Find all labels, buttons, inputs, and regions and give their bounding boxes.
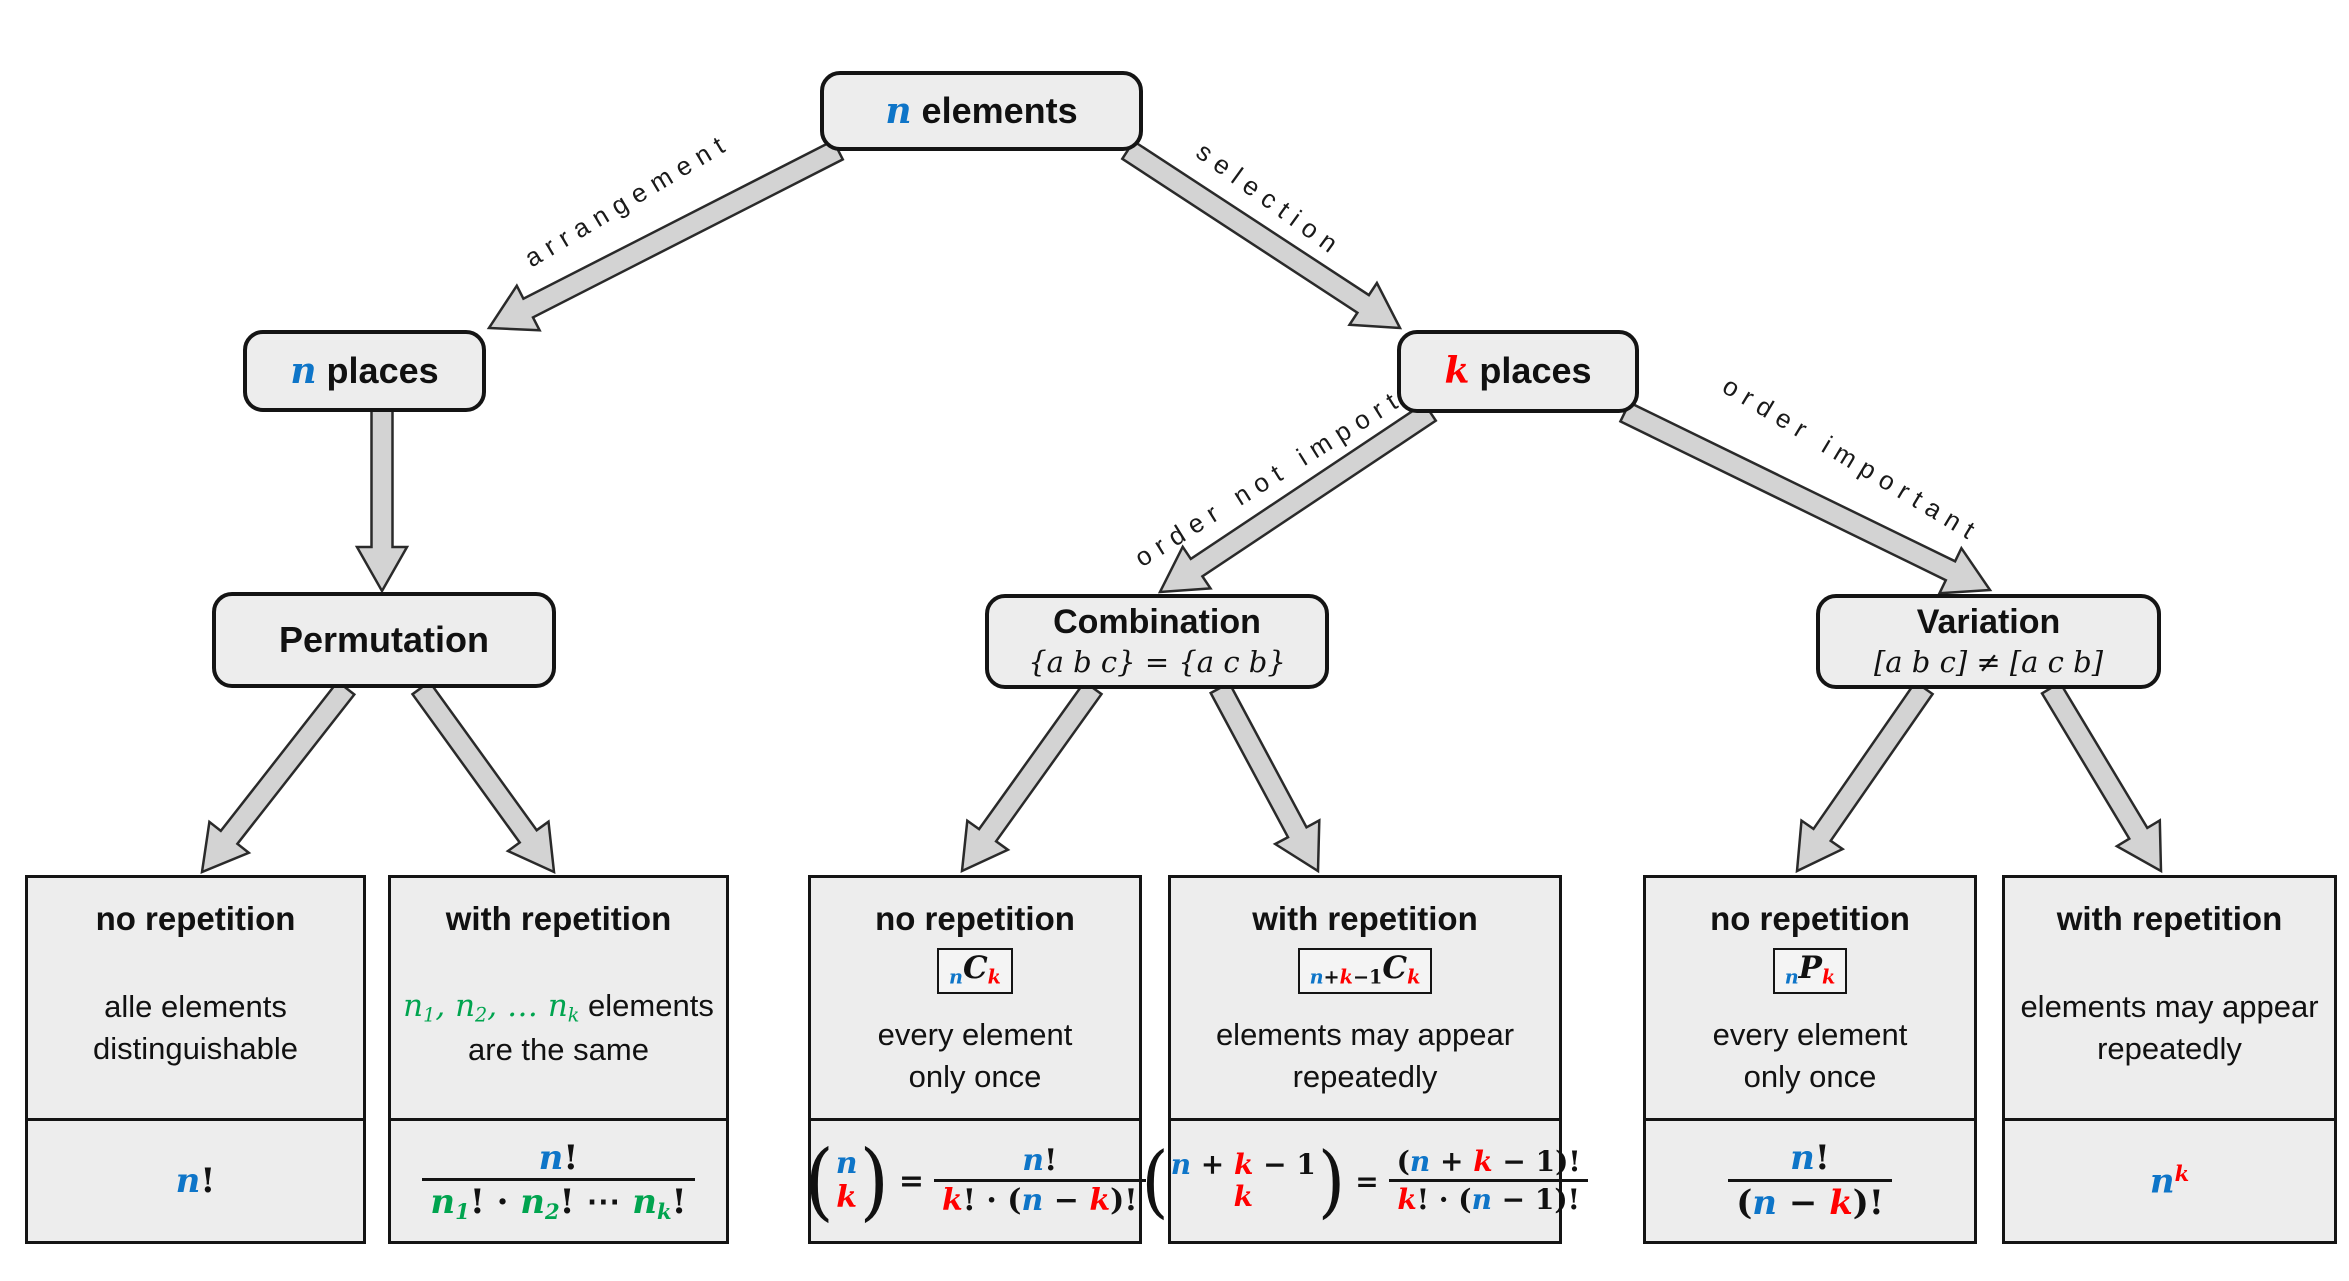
node-n-elements: n elements	[820, 71, 1143, 151]
card-top: with repetition n+k−1Ck elements may app…	[1171, 878, 1559, 1118]
notation-badge-nPk: nPk	[1772, 948, 1848, 995]
card-title: no repetition	[95, 900, 296, 937]
arrow	[1209, 681, 1321, 874]
card-title: no repetition	[875, 900, 1075, 937]
arrow	[960, 680, 1104, 874]
card-title: no repetition	[1710, 900, 1910, 937]
fraction: n!(n − k)!	[1728, 1138, 1892, 1224]
node-title: Variation	[1916, 603, 2061, 642]
paren-close: )	[859, 1131, 889, 1230]
node-subtitle: [a b c] ≠ [a c b]	[1873, 644, 2104, 679]
notation-badge-n+k-1Ck: n+k−1Ck	[1297, 948, 1433, 995]
card-formula: nk	[2005, 1118, 2334, 1241]
card-formula: n!	[28, 1118, 363, 1241]
card-formula: n!n1! · n2! ⋯ nk!	[391, 1118, 726, 1241]
paren-open: (	[804, 1131, 834, 1230]
node-title: Combination	[1053, 603, 1261, 642]
card-formula: n!(n − k)!	[1646, 1118, 1974, 1241]
node-title: k places	[1444, 350, 1592, 393]
equals-sign: =	[1355, 1164, 1379, 1198]
node-title: Permutation	[278, 619, 490, 661]
paren-close: )	[1317, 1135, 1346, 1227]
node-permutation: Permutation	[212, 592, 556, 688]
node-combination: Combination {a b c} = {a c b}	[985, 594, 1329, 689]
arrow	[1120, 139, 1403, 330]
node-subtitle: {a b c} = {a c b}	[1028, 644, 1286, 679]
arrow	[354, 408, 410, 594]
card-title: with repetition	[1252, 900, 1478, 937]
fraction: (n + k − 1)!k! · (n − 1)!	[1389, 1145, 1589, 1216]
fraction: n!k! · (n − k)!	[933, 1143, 1146, 1219]
node-k-places: k places	[1397, 330, 1639, 413]
card-combination-with-repetition: with repetition n+k−1Ck elements may app…	[1141, 875, 1588, 1244]
card-title: with repetition	[2056, 900, 2283, 937]
node-variation: Variation [a b c] ≠ [a c b]	[1816, 594, 2161, 689]
equals-sign: =	[898, 1163, 924, 1199]
node-title: n elements	[885, 89, 1078, 132]
notation-badge-nCk: nCk	[937, 948, 1013, 995]
arrow	[1795, 680, 1935, 874]
arrow	[486, 138, 845, 332]
node-n-places: n places	[243, 330, 486, 412]
paren-open: (	[1141, 1135, 1169, 1227]
node-title: n places	[290, 349, 439, 392]
arrow	[200, 679, 357, 874]
arrow	[410, 680, 556, 875]
arrow	[2040, 680, 2163, 874]
arrow	[1618, 400, 1993, 595]
arrow	[1157, 401, 1438, 594]
card-title: with repetition	[445, 900, 672, 937]
fraction: n!n1! · n2! ⋯ nk!	[422, 1138, 695, 1225]
